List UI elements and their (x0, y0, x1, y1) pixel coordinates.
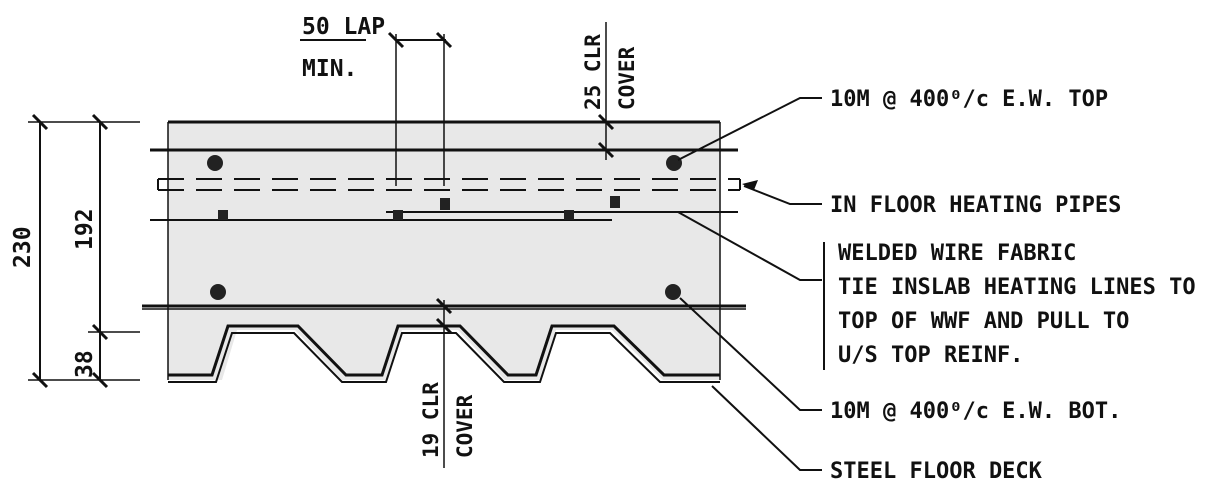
steel-floor-deck (168, 324, 720, 383)
callout-wwf-line2: TIE INSLAB HEATING LINES TO (838, 275, 1196, 300)
in-floor-heating-pipes (157, 178, 741, 191)
dim-deck-rib: 38 (72, 350, 98, 378)
concrete-slab-fill (168, 122, 720, 380)
heating-pipe-arrow (742, 180, 758, 190)
bottom-cover-label: COVER (453, 394, 477, 458)
top-cover-dimension (597, 22, 615, 160)
dim-overall-depth: 230 (10, 226, 36, 268)
left-dimension-lines (28, 113, 140, 389)
callout-wwf-line4: U/S TOP REINF. (838, 343, 1023, 368)
callout-bottom-reinforcement: 10M @ 400⁰/c E.W. BOT. (830, 399, 1121, 424)
top-rebar-left (207, 155, 223, 171)
callout-top-reinforcement: 10M @ 400⁰/c E.W. TOP (830, 87, 1108, 112)
lap-label-line2: MIN. (302, 56, 357, 82)
top-rebar-right (666, 155, 682, 171)
callout-leaders (677, 97, 825, 471)
bottom-cover-dimension (435, 297, 453, 468)
lap-dimension (300, 31, 453, 186)
lap-label-line1: 50 LAP (302, 14, 385, 40)
callout-wwf-line1: WELDED WIRE FABRIC (838, 241, 1076, 266)
top-cover-label: COVER (615, 46, 639, 110)
bottom-cover-value: 19 CLR (419, 382, 443, 458)
callout-wwf-line3: TOP OF WWF AND PULL TO (838, 309, 1129, 334)
bottom-rebar-right (665, 284, 681, 300)
bottom-rebar-left (210, 284, 226, 300)
callout-heating-pipes: IN FLOOR HEATING PIPES (830, 193, 1121, 218)
top-cover-value: 25 CLR (581, 34, 605, 110)
dim-top-portion: 192 (72, 208, 98, 250)
callout-steel-floor-deck: STEEL FLOOR DECK (830, 459, 1043, 484)
